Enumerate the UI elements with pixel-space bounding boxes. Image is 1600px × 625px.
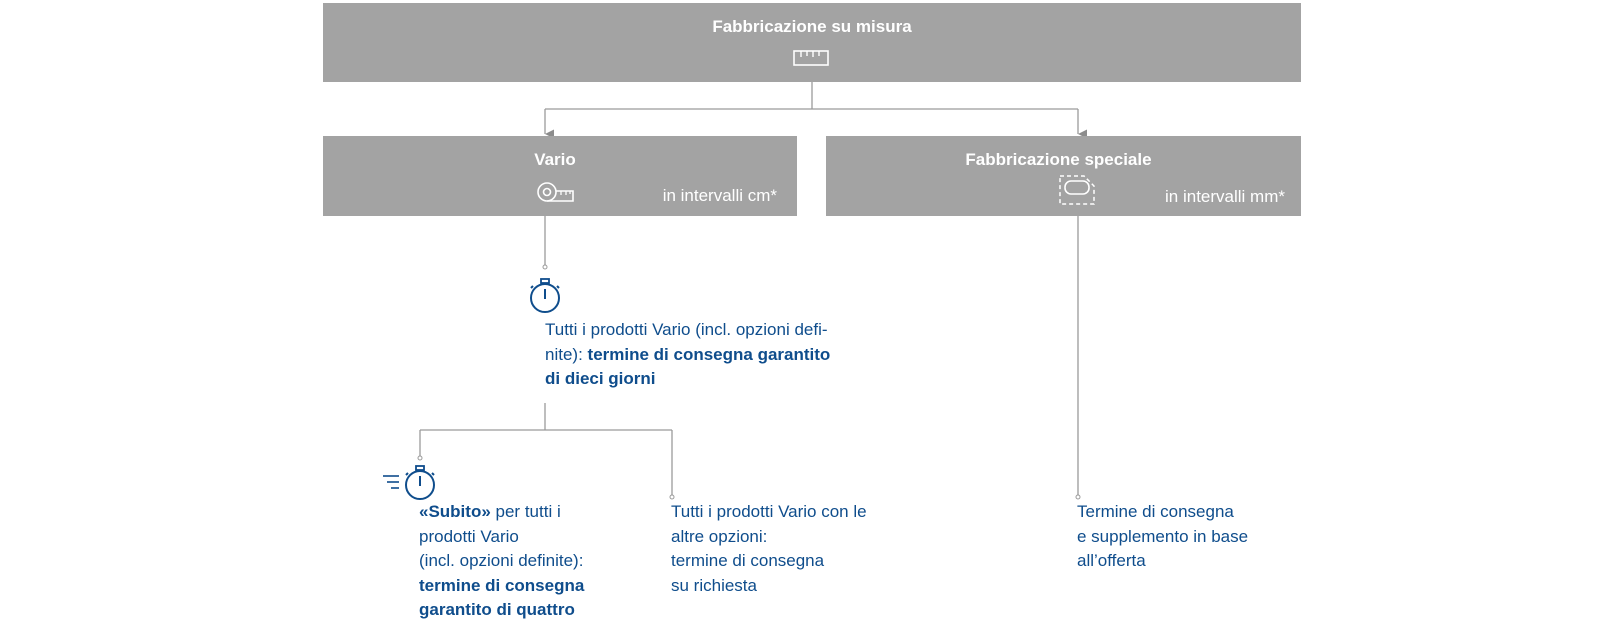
box-vario-title: Vario: [534, 150, 576, 169]
box-vario-subtitle: in intervalli cm*: [662, 186, 777, 205]
box-special-fabrication: Fabbricazione speciale in intervalli mm*: [826, 136, 1301, 216]
box-custom-fabrication-title: Fabbricazione su misura: [712, 17, 912, 36]
other-options-text: Tutti i prodotti Vario con le altre opzi…: [671, 500, 867, 598]
subito-line-4: termine di consegna: [419, 575, 585, 595]
box-custom-fabrication: Fabbricazione su misura: [323, 3, 1301, 82]
custom-shape-icon: [1059, 175, 1095, 205]
special-note-line-2: e supplemento in base: [1077, 526, 1249, 546]
stopwatch-icon: [530, 278, 560, 313]
special-note-line-3: all’offerta: [1077, 551, 1146, 570]
subito-line-3: (incl. opzioni definite):: [419, 551, 584, 570]
vario-all-products-text: Tutti i prodotti Vario (incl. opzioni de…: [545, 318, 830, 392]
vario-all-line-3: di dieci giorni: [545, 369, 656, 388]
vario-all-line-2: nite): termine di consegna garantito: [545, 344, 831, 364]
box-vario: Vario in intervalli cm*: [323, 136, 797, 216]
other-options-line-4: su richiesta: [671, 575, 757, 595]
subito-text: «Subito» per tutti i prodotti Vario (inc…: [419, 500, 584, 623]
fast-stopwatch-icon: [383, 465, 435, 500]
other-options-line-3: termine di consegna: [671, 551, 825, 570]
ruler-icon: [793, 50, 829, 66]
other-options-line-2: altre opzioni:: [671, 526, 768, 546]
subito-line-5: garantito di quattro: [419, 600, 575, 619]
special-note-line-1: Termine di consegna: [1077, 502, 1234, 521]
vario-all-line-1: Tutti i prodotti Vario (incl. opzioni de…: [545, 320, 828, 339]
tape-measure-icon: [537, 182, 574, 202]
box-special-fabrication-title: Fabbricazione speciale: [965, 150, 1152, 169]
subito-line-2: prodotti Vario: [419, 526, 519, 546]
special-fabrication-note: Termine di consegna e supplemento in bas…: [1077, 500, 1248, 574]
subito-line-1: «Subito» per tutti i: [419, 502, 561, 521]
other-options-line-1: Tutti i prodotti Vario con le: [671, 502, 867, 521]
box-special-fabrication-subtitle: in intervalli mm*: [1165, 187, 1285, 206]
